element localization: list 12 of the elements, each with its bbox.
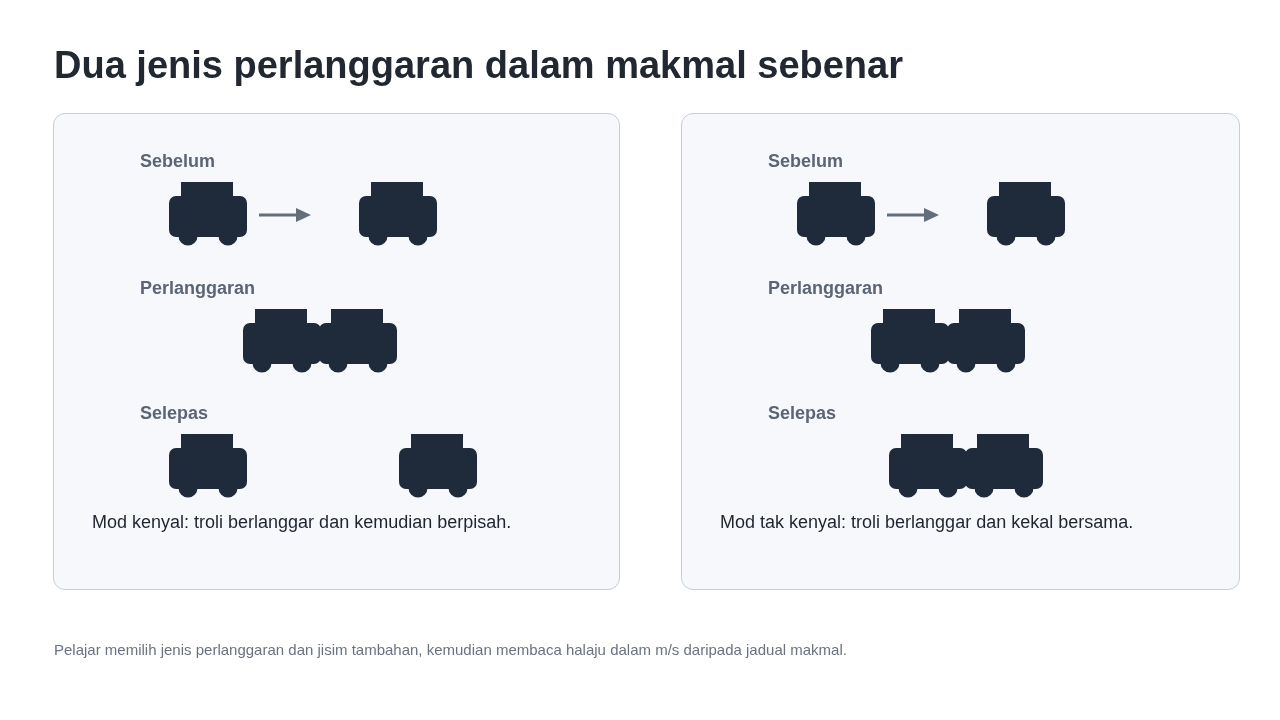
mode-description: Mod tak kenyal: troli berlanggar dan kekal bersama. [720, 511, 1134, 533]
panel-card [681, 113, 1240, 590]
mode-description: Mod kenyal: troli berlanggar dan kemudian berpisah. [92, 511, 512, 533]
section-heading: Perlanggaran [140, 277, 256, 299]
section-heading: Selepas [768, 402, 837, 424]
page-title: Dua jenis perlanggaran dalam makmal sebenar [54, 43, 903, 88]
section-heading: Sebelum [768, 150, 844, 172]
section-heading: Perlanggaran [768, 277, 884, 299]
section-heading: Sebelum [140, 150, 216, 172]
section-heading: Selepas [140, 402, 209, 424]
caption-text: Pelajar memilih jenis perlanggaran dan jisim tambahan, kemudian membaca halaju dalam m/s daripada jadual makmal. [54, 641, 847, 659]
panel-card [53, 113, 620, 590]
